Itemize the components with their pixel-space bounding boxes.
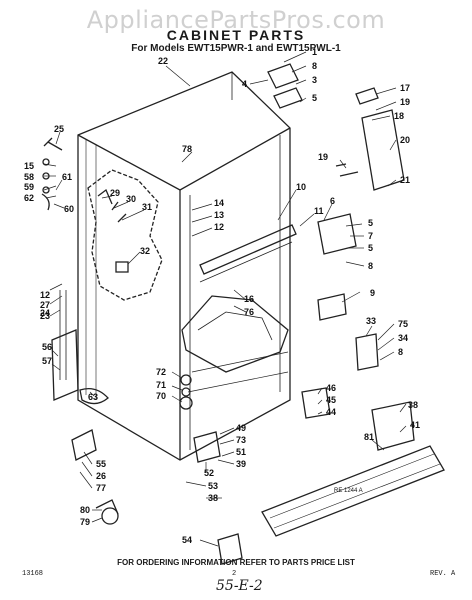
- upper-rail: [199, 224, 297, 275]
- callout-52: 52: [204, 468, 214, 478]
- callout-55: 55: [96, 459, 106, 469]
- callout-44: 44: [326, 407, 336, 417]
- callout-61: 61: [62, 172, 72, 182]
- callout-41: 41: [410, 420, 420, 430]
- callout-39: 39: [236, 459, 246, 469]
- callout-34: 34: [398, 333, 408, 343]
- callout-73: 73: [236, 435, 246, 445]
- callout-22: 22: [158, 56, 168, 66]
- page-number: 2: [232, 570, 237, 578]
- callout-13: 13: [214, 210, 224, 220]
- callout-75: 75: [398, 319, 408, 329]
- callout-63: 63: [88, 392, 98, 402]
- callout-32: 32: [140, 246, 150, 256]
- callout-33: 33: [366, 316, 376, 326]
- callout-58: 58: [24, 172, 34, 182]
- callout-8b: 8: [368, 261, 373, 271]
- callout-5: 5: [312, 93, 317, 103]
- callout-8: 8: [312, 61, 317, 71]
- callout-labels: 22 1 8 4 3 5 17 19 18 20 25 78 19 21 15 …: [24, 47, 420, 545]
- callout-18: 18: [394, 111, 404, 121]
- drawing-ref: RE 1244 A: [334, 488, 363, 494]
- callout-14: 14: [214, 198, 224, 208]
- callout-29: 29: [110, 188, 120, 198]
- callout-3: 3: [312, 75, 317, 85]
- callout-38: 38: [408, 400, 418, 410]
- watermark: AppliancePartsPros.com: [86, 6, 386, 34]
- callout-30: 30: [126, 194, 136, 204]
- callout-27: 27: [40, 300, 50, 310]
- callout-81: 81: [364, 432, 374, 442]
- callout-46: 46: [326, 383, 336, 393]
- callout-12b: 12: [40, 290, 50, 300]
- callout-9: 9: [370, 288, 375, 298]
- bottom-right-code: REV. A: [430, 570, 456, 578]
- callout-1: 1: [312, 47, 317, 57]
- callout-25: 25: [54, 124, 64, 134]
- callout-17: 17: [400, 83, 410, 93]
- callout-59: 59: [24, 182, 34, 192]
- insulation-panel: [87, 169, 163, 301]
- callout-51: 51: [236, 447, 246, 457]
- callout-57: 57: [42, 356, 52, 366]
- callout-7: 7: [368, 231, 373, 241]
- callout-53: 53: [208, 481, 218, 491]
- roller-wheel: [101, 507, 119, 525]
- callout-60: 60: [64, 204, 74, 214]
- diagram-title: CABINET PARTS: [166, 27, 306, 43]
- toe-grille: [261, 445, 445, 537]
- callout-4: 4: [242, 79, 247, 89]
- callout-10: 10: [296, 182, 306, 192]
- callout-77: 77: [96, 483, 106, 493]
- bottom-left-code: 13168: [22, 570, 44, 578]
- callout-70: 70: [156, 391, 166, 401]
- leader-lines: [43, 51, 407, 547]
- callout-26: 26: [96, 471, 106, 481]
- cabinet-linework: [41, 63, 445, 565]
- callout-62: 62: [24, 193, 34, 203]
- diagram-subtitle: For Models EWT15PWR-1 and EWT15PWL-1: [131, 43, 341, 54]
- callout-19b: 19: [318, 152, 328, 162]
- callout-38b: 38: [208, 493, 218, 503]
- handwritten-note: 55-E-2: [216, 578, 263, 594]
- callout-12: 12: [214, 222, 224, 232]
- callout-11: 11: [314, 206, 324, 216]
- callout-78: 78: [182, 144, 192, 154]
- callout-23: 23: [40, 311, 50, 321]
- top-hinge: [267, 63, 299, 89]
- hinge-bracket: [361, 109, 405, 191]
- cabinet-top-edge: [77, 127, 291, 191]
- cabinet-outline: [77, 71, 291, 461]
- inner-tub: [181, 295, 289, 373]
- callout-80: 80: [80, 505, 90, 515]
- callout-76: 76: [244, 307, 254, 317]
- callout-21: 21: [400, 175, 410, 185]
- callout-79: 79: [80, 517, 90, 527]
- callout-5c: 5: [368, 243, 373, 253]
- callout-56: 56: [42, 342, 52, 352]
- callout-45: 45: [326, 395, 336, 405]
- ordering-footer: FOR ORDERING INFORMATION REFER TO PARTS …: [117, 558, 355, 567]
- callout-49: 49: [236, 423, 246, 433]
- callout-72: 72: [156, 367, 166, 377]
- callout-24-label: 24: [40, 308, 50, 318]
- callout-19: 19: [400, 97, 410, 107]
- callout-15: 15: [24, 161, 34, 171]
- callout-31: 31: [142, 202, 152, 212]
- callout-8c: 8: [398, 347, 403, 357]
- callout-20: 20: [400, 135, 410, 145]
- callout-5b: 5: [368, 218, 373, 228]
- center-hinge: [317, 213, 357, 255]
- callout-6: 6: [330, 196, 335, 206]
- callout-16: 16: [244, 294, 254, 304]
- callout-54: 54: [182, 535, 192, 545]
- callout-71: 71: [156, 380, 166, 390]
